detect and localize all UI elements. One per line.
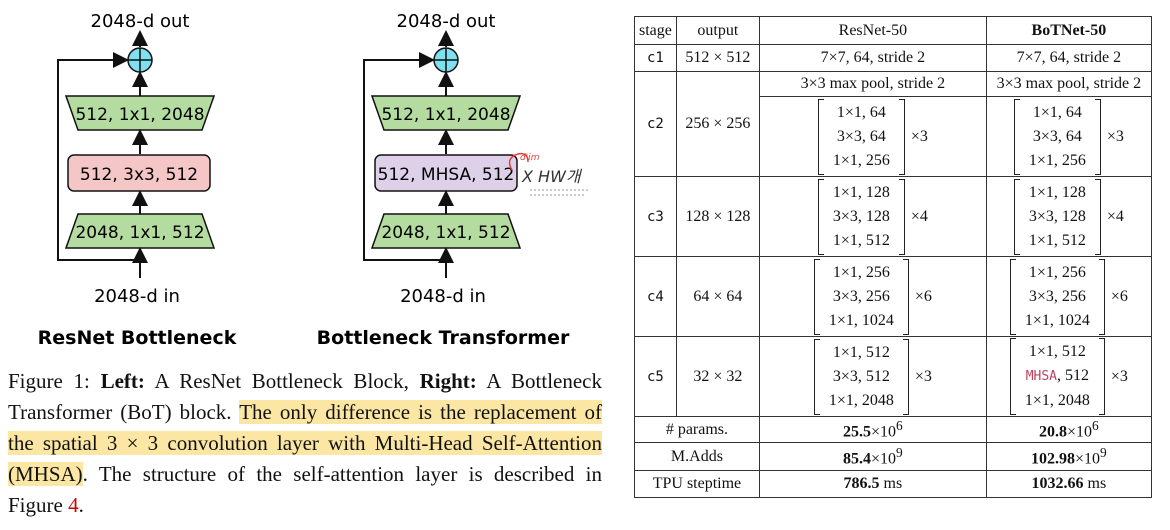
- left-top-layer-shape: [64, 95, 216, 131]
- left-top-layer: 512, 1x1, 2048: [75, 105, 204, 125]
- caption-left-text: A ResNet Bottleneck Block,: [144, 369, 420, 393]
- left-title: ResNet Bottleneck: [38, 327, 237, 349]
- caption-left-word: Left:: [100, 369, 145, 393]
- table-row-params: # params. 25.5×106 20.8×106: [634, 416, 1152, 443]
- caption-label: Figure 1:: [8, 369, 101, 393]
- right-bottom-layer: 2048, 1x1, 512: [381, 223, 510, 243]
- output-cell: 32 × 32: [675, 336, 760, 417]
- table-header-row: stage output ResNet-50 BoTNet-50: [634, 16, 1152, 45]
- row-label: # params.: [634, 416, 760, 443]
- stage-cell: c4: [634, 256, 677, 337]
- header-output: output: [675, 16, 760, 45]
- left-in-label: 2048-d in: [94, 286, 180, 307]
- right-out-label: 2048-d out: [397, 11, 496, 32]
- handwritten-annotation: d'im X HW개: [508, 152, 590, 196]
- right-mid-layer: 512, MHSA, 512: [378, 165, 515, 185]
- botnet-pool-cell: 3×3 max pool, stride 2: [985, 71, 1152, 97]
- output-cell: 64 × 64: [675, 256, 760, 337]
- right-add-node: [433, 47, 459, 73]
- mhsa-label: MHSA: [1025, 369, 1058, 384]
- resnet-params: 25.5×106: [758, 416, 987, 443]
- figure-caption: Figure 1: Left: A ResNet Bottleneck Bloc…: [8, 366, 602, 521]
- resnet-madds: 85.4×109: [758, 442, 987, 471]
- header-stage: stage: [634, 16, 677, 45]
- resnet-cell: 7×7, 64, stride 2: [758, 44, 987, 72]
- caption-end: .: [78, 493, 84, 517]
- stage-cell: c5: [634, 336, 677, 417]
- resnet-bottleneck-block: 2048-d out 512, 1x1, 2048 512, 3x3, 512 …: [38, 11, 237, 349]
- resnet-tpu: 786.5 ms: [758, 470, 987, 498]
- left-bottom-layer: 2048, 1x1, 512: [75, 223, 204, 243]
- table-row-c1: c1 512 × 512 7×7, 64, stride 2 7×7, 64, …: [634, 44, 1152, 72]
- left-mid-layer: 512, 3x3, 512: [80, 165, 198, 185]
- left-out-label: 2048-d out: [91, 11, 190, 32]
- bottleneck-transformer-block: 2048-d out 512, 1x1, 2048 512, MHSA, 512…: [317, 11, 590, 349]
- row-label: M.Adds: [634, 442, 760, 471]
- caption-right-word: Right:: [419, 369, 477, 393]
- stage-cell: c3: [634, 176, 677, 257]
- handwritten-note: X HW개: [521, 167, 583, 186]
- row-label: TPU steptime: [634, 470, 760, 498]
- botnet-cell: 7×7, 64, stride 2: [985, 44, 1152, 72]
- header-botnet: BoTNet-50: [985, 16, 1152, 45]
- botnet-params: 20.8×106: [985, 416, 1152, 443]
- header-resnet: ResNet-50: [758, 16, 987, 45]
- output-cell: 128 × 128: [675, 176, 760, 257]
- table-row-tpu: TPU steptime 786.5 ms 1032.66 ms: [634, 470, 1152, 498]
- figure-ref-link[interactable]: 4: [68, 493, 79, 517]
- table-row-c2-pool: c2 256 × 256 3×3 max pool, stride 2 3×3 …: [634, 71, 1152, 177]
- left-add-node: [127, 47, 153, 73]
- right-top-layer-shape: [370, 95, 522, 131]
- botnet-madds: 102.98×109: [985, 442, 1152, 471]
- right-title: Bottleneck Transformer: [317, 327, 570, 349]
- bottleneck-diagram: 2048-d out 512, 1x1, 2048 512, 3x3, 512 …: [38, 11, 590, 349]
- stage-cell: c2: [634, 71, 677, 177]
- caption-after: . The structure of the self-attention la…: [8, 462, 602, 517]
- table-row-madds: M.Adds 85.4×109 102.98×109: [634, 442, 1152, 471]
- svg-text:d'im: d'im: [520, 153, 540, 163]
- stage-cell: c1: [634, 44, 677, 72]
- right-in-label: 2048-d in: [400, 286, 486, 307]
- architecture-table: stage output ResNet-50 BoTNet-50 c1 512 …: [634, 16, 1152, 498]
- resnet-pool-cell: 3×3 max pool, stride 2: [758, 71, 987, 97]
- left-bottom-layer-shape: [64, 213, 216, 249]
- output-cell: 256 × 256: [675, 71, 760, 177]
- caption-right-text: A Bottleneck Transformer (BoT) block.: [8, 369, 602, 424]
- right-top-layer: 512, 1x1, 2048: [381, 105, 510, 125]
- right-bottom-layer-shape: [370, 213, 522, 249]
- botnet-tpu: 1032.66 ms: [985, 470, 1152, 498]
- output-cell: 512 × 512: [675, 44, 760, 72]
